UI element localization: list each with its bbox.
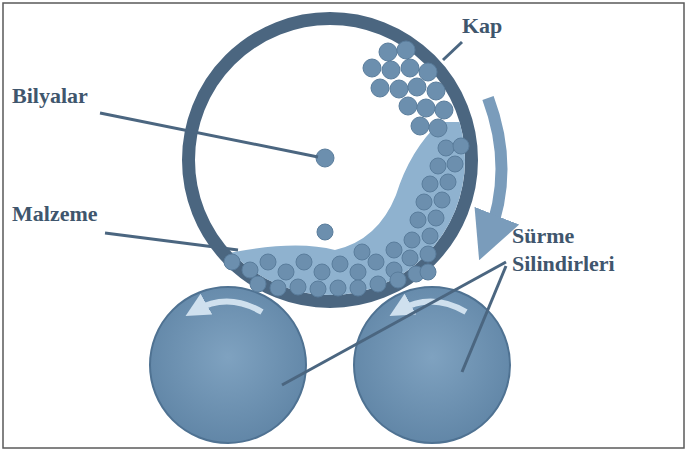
- ball: [402, 250, 418, 266]
- rotation-arrow: [488, 98, 502, 238]
- ball: [260, 254, 276, 270]
- ball: [410, 212, 426, 228]
- ball: [379, 43, 397, 61]
- leader-line: [462, 266, 506, 372]
- ball: [224, 254, 240, 270]
- ball: [270, 280, 286, 296]
- ball: [408, 78, 426, 96]
- ball: [278, 264, 294, 280]
- ball: [382, 61, 400, 79]
- ball: [316, 149, 334, 167]
- ball: [438, 140, 454, 156]
- rotation-arrow: [196, 301, 262, 312]
- ball: [350, 264, 366, 280]
- ball: [390, 80, 408, 98]
- ball: [411, 117, 429, 135]
- ball: [390, 272, 406, 288]
- ball: [428, 210, 444, 226]
- balls: [224, 41, 469, 297]
- ball: [310, 281, 326, 297]
- ball: [404, 232, 420, 248]
- frame-border: [3, 3, 684, 448]
- leader-line: [100, 113, 318, 157]
- ball: [397, 41, 415, 59]
- ball: [440, 174, 456, 190]
- ball: [401, 59, 419, 77]
- ball: [363, 59, 381, 77]
- ball: [429, 119, 447, 137]
- ball: [430, 158, 446, 174]
- leader-line: [105, 233, 238, 250]
- ball: [371, 79, 389, 97]
- ball: [354, 244, 370, 260]
- drive-roller: [150, 287, 306, 443]
- material: [180, 122, 480, 320]
- ball: [399, 97, 417, 115]
- ball: [290, 279, 306, 295]
- leader-line: [443, 42, 462, 60]
- balls-label: Bilyalar: [12, 82, 88, 110]
- rollers-label: Sürme Silindirleri: [512, 222, 662, 278]
- ball: [296, 254, 312, 270]
- ball: [434, 192, 450, 208]
- ball: [386, 242, 402, 258]
- ball: [453, 138, 469, 154]
- ball: [420, 246, 436, 262]
- ball: [250, 276, 266, 292]
- ball: [370, 276, 386, 292]
- ball: [422, 228, 438, 244]
- ball: [330, 280, 346, 296]
- ball: [317, 224, 333, 240]
- ball: [419, 63, 437, 81]
- ball: [435, 101, 453, 119]
- material-label: Malzeme: [12, 200, 98, 228]
- leader-line: [282, 262, 506, 385]
- ball: [332, 256, 348, 272]
- ball: [422, 176, 438, 192]
- ball: [447, 156, 463, 172]
- container-label: Kap: [462, 12, 502, 40]
- ball: [427, 82, 445, 100]
- ball: [420, 264, 436, 280]
- ball: [368, 254, 384, 270]
- ball: [416, 194, 432, 210]
- ball: [242, 262, 258, 278]
- ball: [350, 280, 366, 296]
- ball: [314, 264, 330, 280]
- ball: [417, 99, 435, 117]
